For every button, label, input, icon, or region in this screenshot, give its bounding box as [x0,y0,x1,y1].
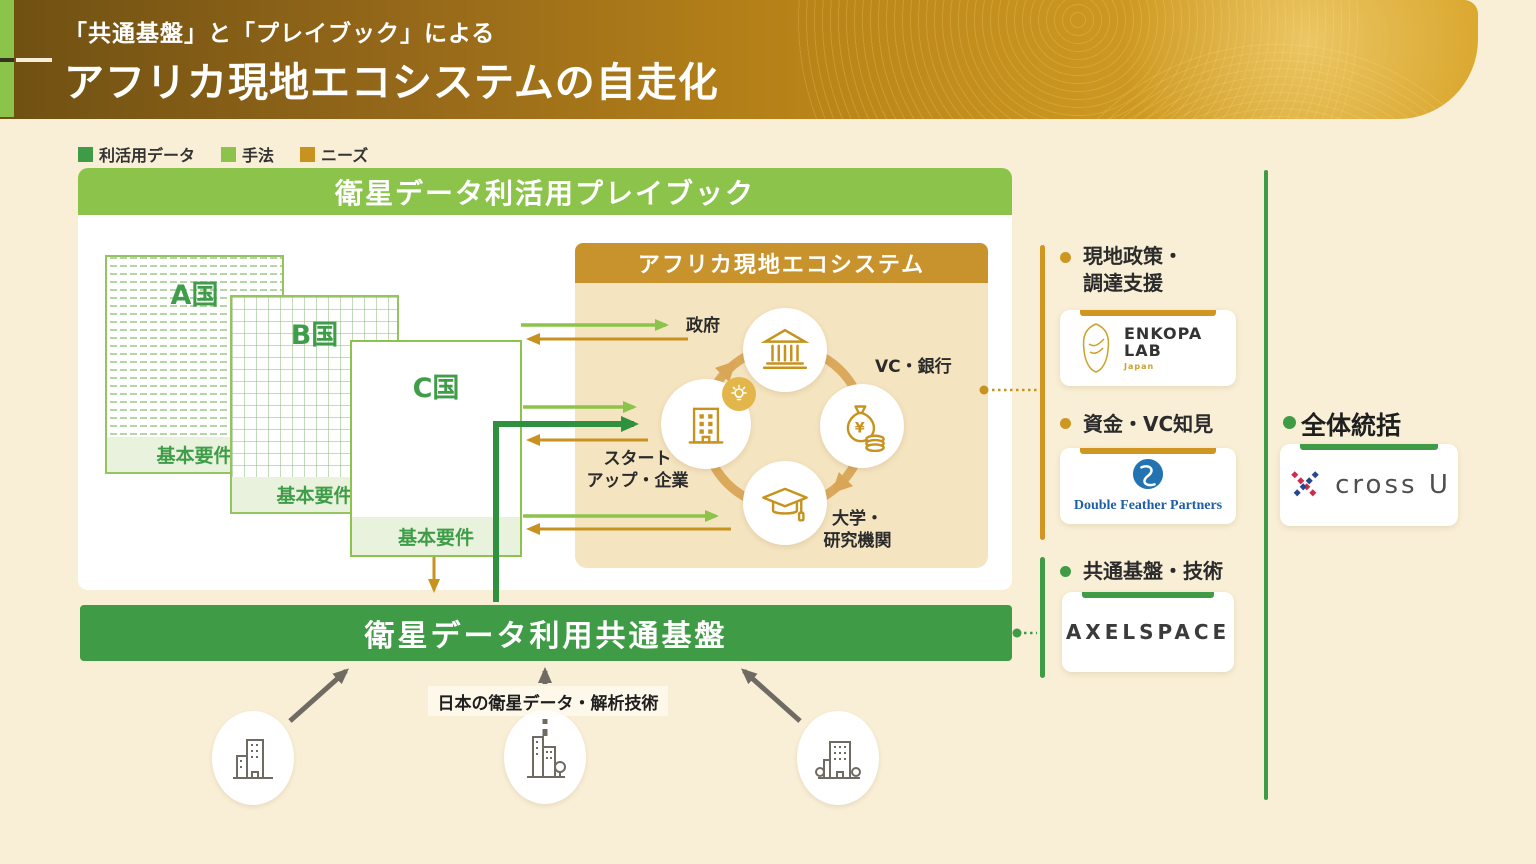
actor-label-government: 政府 [686,316,720,336]
partner-card-axelspace: AXELSPACE [1062,592,1234,672]
slide-subtitle: 「共通基盤」と「プレイブック」による [64,21,496,47]
card-accent-bar [1300,444,1438,450]
bullet-funding [1060,418,1071,429]
actor-label-line: 大学・ [832,509,883,529]
platform-connector-dot [1012,628,1022,638]
slide-header [0,0,1478,119]
lightbulb-icon [731,384,747,401]
axelspace-name: AXELSPACE [1065,620,1231,644]
arrow-org3-to-platform [741,668,802,723]
actor-vc-bank-circle: ¥ [820,384,904,468]
partner-card-dfp: Double Feather Partners [1060,448,1236,524]
legend-label: ニーズ [321,146,369,165]
green-connector-line [1040,557,1045,678]
oversight-category: 全体統括 [1301,411,1402,440]
card-accent-bar [1080,310,1216,316]
city-buildings-tree-icon [527,736,566,778]
city-buildings-icon [233,739,273,779]
legend: 利活用データ 手法 ニーズ [78,142,368,166]
japan-org-circle-2 [504,710,586,804]
oversight-card-crossu: cross U [1280,444,1458,526]
lightbulb-badge [722,377,756,411]
legend-item-needs: ニーズ [300,142,368,166]
legend-item-data: 利活用データ [78,142,195,166]
country-card-c: C国 基本要件 [350,340,522,557]
bullet-platform-tech [1060,566,1071,577]
legend-swatch-light-green [221,146,237,162]
category-line: 現地政策・ [1083,244,1183,268]
gold-connector-line [1040,245,1045,540]
header-tick-dark [0,58,14,62]
actor-label-line: スタート [603,449,672,469]
graduation-cap-icon [762,487,808,522]
actor-label-startup: スタート アップ・企業 [575,448,700,492]
actor-government-circle [743,308,827,392]
actor-label-line: 研究機関 [823,531,892,551]
legend-swatch-dark-green [78,146,93,162]
bullet-policy [1060,252,1071,263]
card-accent-bar [1080,448,1216,454]
office-building-icon [688,407,724,444]
office-trees-icon [815,741,861,779]
ecosystem-title: アフリカ現地エコシステム [575,243,988,283]
enkopa-name-line1: ENKOPA [1124,324,1203,343]
enkopa-shield-logo-icon [1082,323,1110,373]
actor-label-vc-bank: VC・銀行 [875,357,952,377]
partner-category-funding: 資金・VC知見 [1083,412,1214,436]
country-card-a: A国 基本要件 [105,255,284,474]
bullet-oversight [1283,416,1296,429]
slide-title: アフリカ現地エコシステムの自走化 [64,60,719,106]
arrow-org1-to-platform [288,668,349,723]
header-decoration-glow [1098,0,1478,119]
partner-category-policy: 現地政策・ 調達支援 [1083,243,1183,297]
country-name: B国 [290,320,339,351]
country-name: A国 [170,280,219,311]
japan-tech-label: 日本の衛星データ・解析技術 [428,686,668,716]
actor-university-circle [743,461,827,545]
partner-category-platform-tech: 共通基盤・技術 [1083,559,1223,583]
country-requirement: 基本要件 [352,517,520,555]
svg-text:¥: ¥ [855,421,865,437]
money-bag-icon: ¥ [846,405,885,452]
playbook-title: 衛星データ利活用プレイブック [78,168,1012,215]
japan-org-circle-3 [797,711,879,805]
enkopa-name-line2: LAB [1124,341,1162,360]
dfp-name: Double Feather Partners [1073,498,1223,513]
bank-building-icon [760,328,810,369]
double-feather-logo-icon [1132,458,1164,490]
header-tick-light [16,58,52,62]
actor-label-university: 大学・ 研究機関 [800,508,915,552]
card-accent-bar [1082,592,1214,598]
enkopa-sub-label: Japan [1124,362,1155,371]
actor-label-line: アップ・企業 [586,471,689,491]
partner-card-enkopa: ENKOPA LAB Japan [1060,310,1236,386]
country-name: C国 [412,373,460,404]
legend-label: 利活用データ [99,146,196,165]
category-line: 調達支援 [1083,271,1163,295]
oversight-connector-line [1264,170,1268,800]
legend-label: 手法 [242,146,275,165]
legend-swatch-gold [300,146,316,162]
legend-item-method: 手法 [221,142,274,166]
common-platform-bar: 衛星データ利用共通基盤 [80,605,1012,661]
crossu-name: cross U [1335,470,1451,500]
japan-org-circle-1 [212,711,294,805]
crossu-x-logo-icon [1291,471,1319,499]
